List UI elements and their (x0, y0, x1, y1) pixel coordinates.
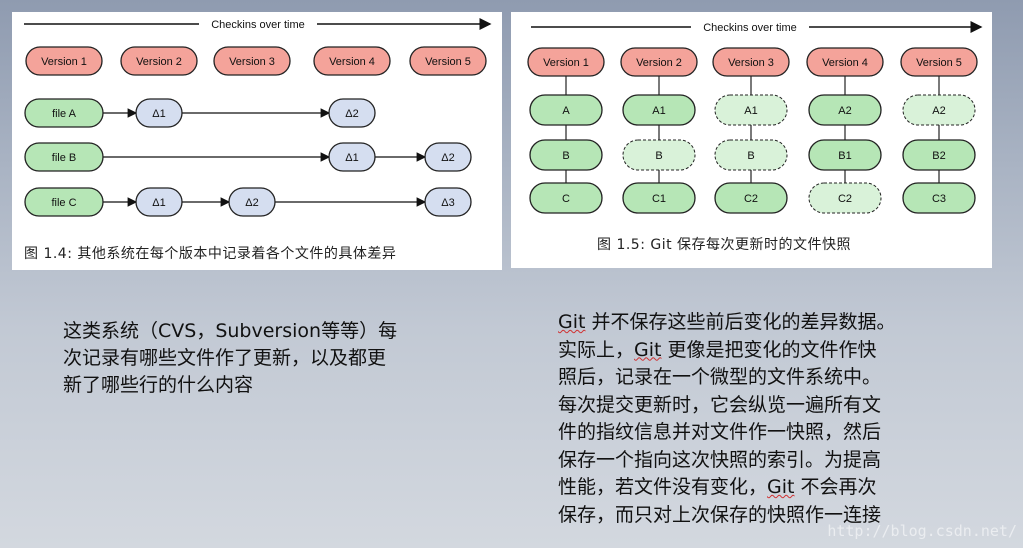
snapshot-box: B1 (808, 139, 882, 171)
snapshot-box-label: C1 (652, 193, 666, 205)
snapshot-ref-box: B (622, 139, 696, 171)
snapshot-ref-box-label: C2 (838, 193, 852, 205)
snapshot-box-label: A1 (652, 105, 665, 117)
left-description: 这类系统（CVS，Subversion等等）每 次记录有哪些文件作了更新，以及都… (63, 318, 463, 399)
right-caption: 图 1.5: Git 保存每次更新时的文件快照 (597, 237, 852, 253)
version-box-1: Version 1 (25, 46, 103, 76)
left-figure-panel: Checkins over time Version 1 Version 2 Ver… (12, 12, 502, 270)
snapshot-box: A2 (808, 94, 882, 126)
delta-box-label: Δ2 (345, 108, 358, 120)
version-box-1-label: Version 1 (543, 57, 589, 69)
snapshot-ref-box: B (714, 139, 788, 171)
snapshot-ref-box: C2 (808, 182, 882, 214)
snapshot-box-label: A2 (838, 105, 851, 117)
right-text-line: 实际上，Git 更像是把变化的文件作快 (558, 338, 877, 361)
timeline-title: Checkins over time (211, 19, 305, 31)
timeline-title: Checkins over time (703, 22, 797, 34)
file-box: file B (24, 142, 104, 172)
version-box-5: Version 5 (409, 46, 487, 76)
left-text-line: 这类系统（CVS，Subversion等等）每 (63, 320, 398, 342)
left-text-line: 新了哪些行的什么内容 (63, 374, 254, 396)
file-box-label: file C (51, 197, 76, 209)
snapshot-ref-box-label: B (655, 150, 662, 162)
snapshot-ref-box: A1 (714, 94, 788, 126)
snapshot-box: A1 (622, 94, 696, 126)
right-text-line: 件的指纹信息并对文件作一快照，然后 (558, 421, 882, 443)
snapshot-box: B2 (902, 139, 976, 171)
version-box-4: Version 4 (806, 47, 884, 77)
right-description: Git 并不保存这些前后变化的差异数据。 实际上，Git 更像是把变化的文件作快… (558, 309, 958, 529)
version-box-2-label: Version 2 (636, 57, 682, 69)
version-box-4-label: Version 4 (822, 57, 868, 69)
file-box: file C (24, 187, 104, 217)
version-box-4: Version 4 (313, 46, 391, 76)
delta-box-label: Δ2 (245, 197, 258, 209)
snapshot-box-label: B1 (838, 150, 851, 162)
right-text-line: 性能，若文件没有变化，Git 不会再次 (558, 476, 877, 498)
snapshot-ref-box: A2 (902, 94, 976, 126)
snapshot-box-label: C3 (932, 193, 946, 205)
watermark: http://blog.csdn.net/ (827, 522, 1017, 540)
delta-box-label: Δ3 (441, 197, 454, 209)
file-box-label: file A (52, 108, 77, 120)
left-text-line: 次记录有哪些文件作了更新，以及都更 (63, 347, 387, 369)
snapshot-ref-box-label: A2 (932, 105, 945, 117)
snapshot-box: C3 (902, 182, 976, 214)
version-box-3-label: Version 3 (229, 56, 275, 68)
delta-box: Δ1 (135, 98, 183, 128)
delta-box: Δ2 (328, 98, 376, 128)
version-box-2: Version 2 (620, 47, 698, 77)
delta-box-label: Δ1 (152, 108, 165, 120)
delta-box-label: Δ2 (441, 152, 454, 164)
delta-box: Δ2 (228, 187, 276, 217)
snapshot-ref-box-label: A1 (744, 105, 757, 117)
left-caption: 图 1.4: 其他系统在每个版本中记录着各个文件的具体差异 (24, 246, 397, 262)
snapshot-box: B (529, 139, 603, 171)
left-diagram: Checkins over time Version 1 Version 2 Ver… (24, 16, 492, 217)
snapshot-box-label: B (562, 150, 569, 162)
version-box-1-label: Version 1 (41, 56, 87, 68)
snapshot-box: C1 (622, 182, 696, 214)
delta-box-label: Δ1 (345, 152, 358, 164)
version-box-2: Version 2 (120, 46, 198, 76)
version-box-5-label: Version 5 (425, 56, 471, 68)
delta-box-label: Δ1 (152, 197, 165, 209)
version-box-4-label: Version 4 (329, 56, 375, 68)
snapshot-box-label: A (562, 105, 570, 117)
snapshot-box-label: C2 (744, 193, 758, 205)
snapshot-box-label: C (562, 193, 570, 205)
right-text-line: 保存一个指向这次快照的索引。为提高 (558, 448, 882, 471)
snapshot-box: C2 (714, 182, 788, 214)
right-text-line: 每次提交更新时，它会纵览一遍所有文 (558, 393, 882, 416)
version-box-1: Version 1 (527, 47, 605, 77)
delta-box: Δ1 (135, 187, 183, 217)
delta-box: Δ3 (424, 187, 472, 217)
version-box-3: Version 3 (213, 46, 291, 76)
right-text-line: Git 并不保存这些前后变化的差异数据。 (558, 311, 896, 333)
version-box-3: Version 3 (712, 47, 790, 77)
right-figure-panel: Checkins over time Version 1 Version 2 Ver… (511, 12, 992, 268)
snapshot-ref-box-label: B (747, 150, 754, 162)
version-box-3-label: Version 3 (728, 57, 774, 69)
file-box: file A (24, 98, 104, 128)
snapshot-box: C (529, 182, 603, 214)
snapshot-box-label: B2 (932, 150, 945, 162)
version-box-5: Version 5 (900, 47, 978, 77)
version-box-2-label: Version 2 (136, 56, 182, 68)
git-word: Git (767, 476, 795, 498)
right-text-line: 照后，记录在一个微型的文件系统中。 (558, 366, 882, 388)
git-word: Git (558, 311, 586, 333)
right-diagram: Checkins over time Version 1 Version 2 Ver… (527, 19, 983, 214)
delta-box: Δ2 (424, 142, 472, 172)
right-text-line: 保存，而只对上次保存的快照作一连接 (558, 503, 882, 526)
snapshot-box: A (529, 94, 603, 126)
file-box-label: file B (52, 152, 76, 164)
git-word: Git (634, 338, 662, 361)
version-box-5-label: Version 5 (916, 57, 962, 69)
delta-box: Δ1 (328, 142, 376, 172)
